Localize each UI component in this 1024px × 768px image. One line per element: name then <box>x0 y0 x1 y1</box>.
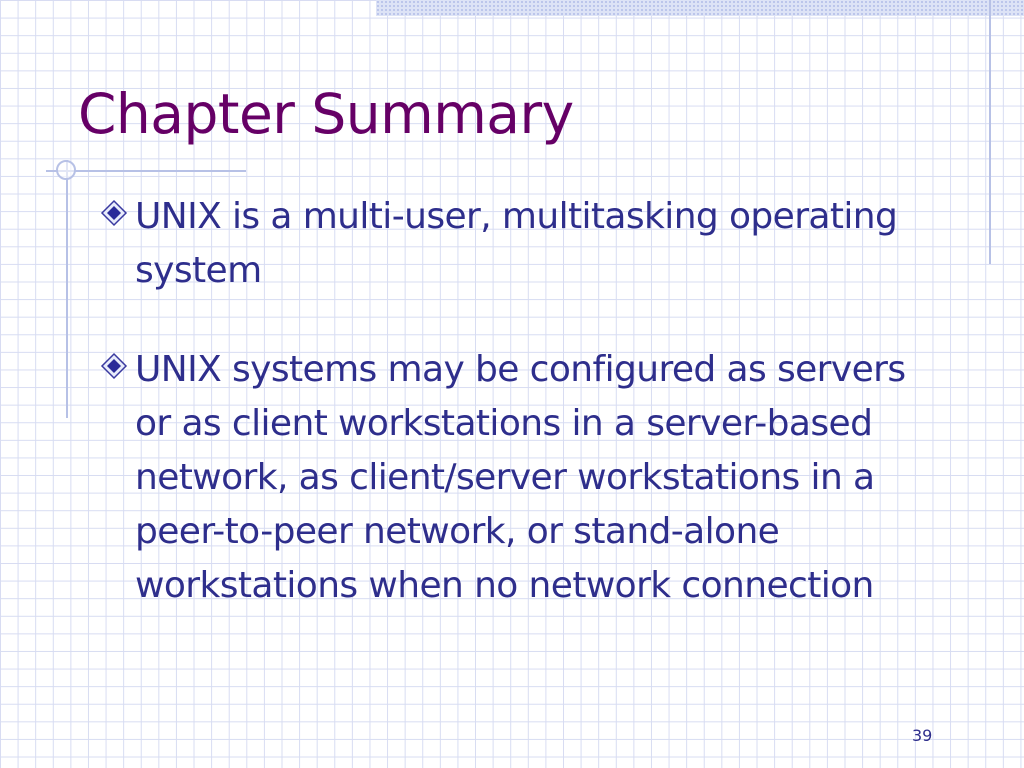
bullet-list: UNIX is a multi-user, multitasking opera… <box>100 190 950 658</box>
page-number: 39 <box>912 726 933 745</box>
diamond-bullet-icon <box>100 352 128 380</box>
right-decorative-line <box>989 0 991 264</box>
bullet-text: UNIX is a multi-user, multitasking opera… <box>135 196 898 291</box>
diamond-bullet-icon <box>100 199 128 227</box>
bullet-item: UNIX is a multi-user, multitasking opera… <box>100 190 950 298</box>
top-decorative-band <box>376 0 1024 16</box>
title-underline <box>46 170 246 172</box>
left-decorative-line <box>66 160 68 418</box>
crosshair-circle-icon <box>56 160 76 180</box>
bullet-item: UNIX systems may be configured as server… <box>100 343 950 613</box>
slide-title: Chapter Summary <box>78 82 574 146</box>
bullet-text: UNIX systems may be configured as server… <box>135 349 906 606</box>
